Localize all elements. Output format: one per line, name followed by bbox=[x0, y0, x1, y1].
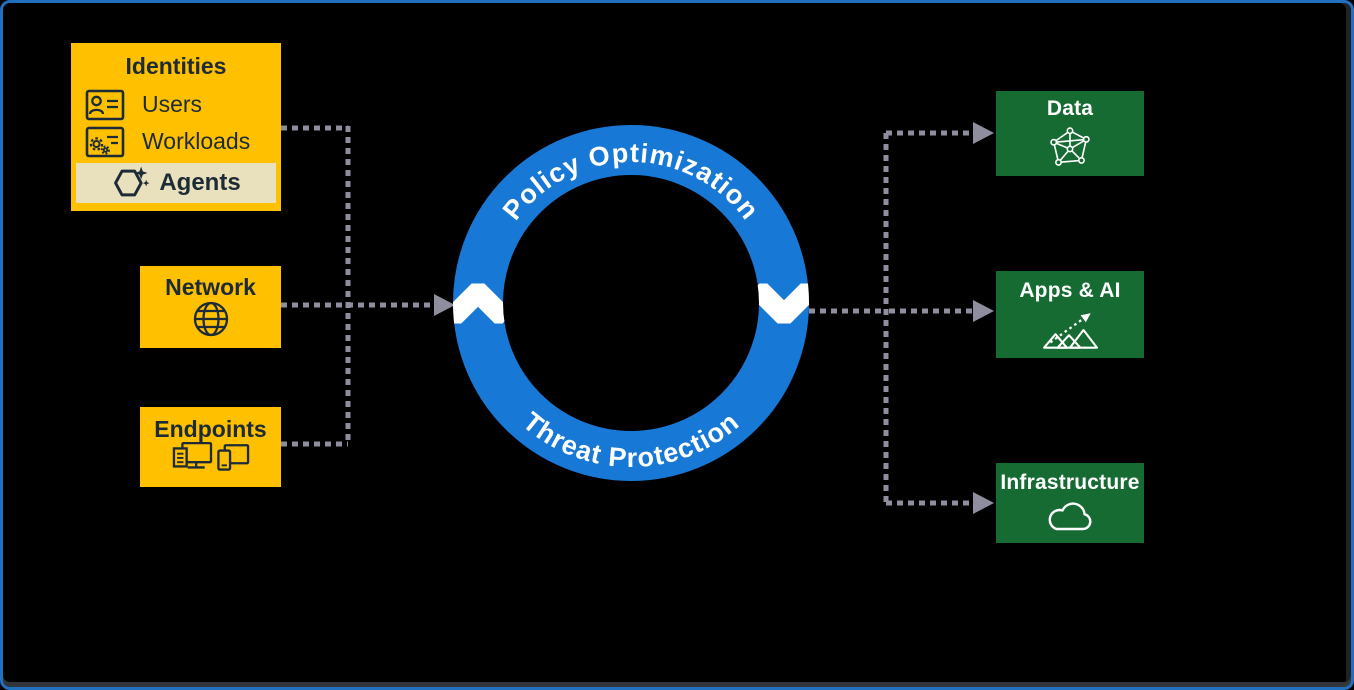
data-label: Data bbox=[1046, 97, 1094, 120]
data-network-graph-icon bbox=[1046, 126, 1094, 170]
dotted-connectors bbox=[281, 125, 976, 506]
identities-box: Identities Users bbox=[71, 43, 281, 211]
contact-card-person-icon bbox=[85, 89, 125, 121]
globe-icon bbox=[191, 299, 231, 339]
identities-item-workloads: Workloads bbox=[71, 123, 281, 160]
chevron-up-icon bbox=[442, 277, 514, 328]
policy-ring: Policy Optimization Threat Protection bbox=[442, 125, 820, 481]
apps-ai-label: Apps & AI bbox=[1019, 279, 1121, 302]
arrow-into-data-icon bbox=[973, 122, 994, 144]
arrow-into-infrastructure-icon bbox=[973, 492, 994, 514]
connector-arrowheads bbox=[434, 122, 994, 514]
identities-item-label: Agents bbox=[159, 169, 241, 197]
devices-icon bbox=[161, 441, 261, 477]
infrastructure-box: Infrastructure bbox=[996, 463, 1144, 543]
arrow-into-ring-icon bbox=[434, 294, 455, 316]
network-box: Network bbox=[140, 266, 281, 348]
identities-item-label: Workloads bbox=[142, 128, 251, 155]
agent-hexagon-sparkle-icon bbox=[111, 164, 153, 202]
policy-ring-svg: Policy Optimization Threat Protection bbox=[442, 125, 820, 481]
identities-item-label: Users bbox=[142, 91, 203, 118]
flow-chevrons bbox=[442, 277, 820, 330]
identities-item-users: Users bbox=[71, 86, 281, 123]
identities-title: Identities bbox=[125, 53, 227, 79]
infrastructure-label: Infrastructure bbox=[1000, 470, 1140, 494]
identities-item-agents: Agents bbox=[76, 163, 276, 203]
network-label: Network bbox=[165, 273, 256, 300]
connector-lines bbox=[281, 122, 994, 514]
endpoints-label: Endpoints bbox=[154, 415, 267, 442]
workload-card-gears-icon bbox=[85, 126, 125, 158]
chevron-down-icon bbox=[748, 279, 820, 330]
arrow-into-apps-icon bbox=[973, 300, 994, 322]
apps-ai-box: Apps & AI bbox=[996, 271, 1144, 358]
data-box: Data bbox=[996, 91, 1144, 176]
cloud-icon bbox=[1041, 500, 1099, 536]
mountains-trend-arrow-icon bbox=[1042, 308, 1098, 350]
endpoints-box: Endpoints bbox=[140, 407, 281, 487]
